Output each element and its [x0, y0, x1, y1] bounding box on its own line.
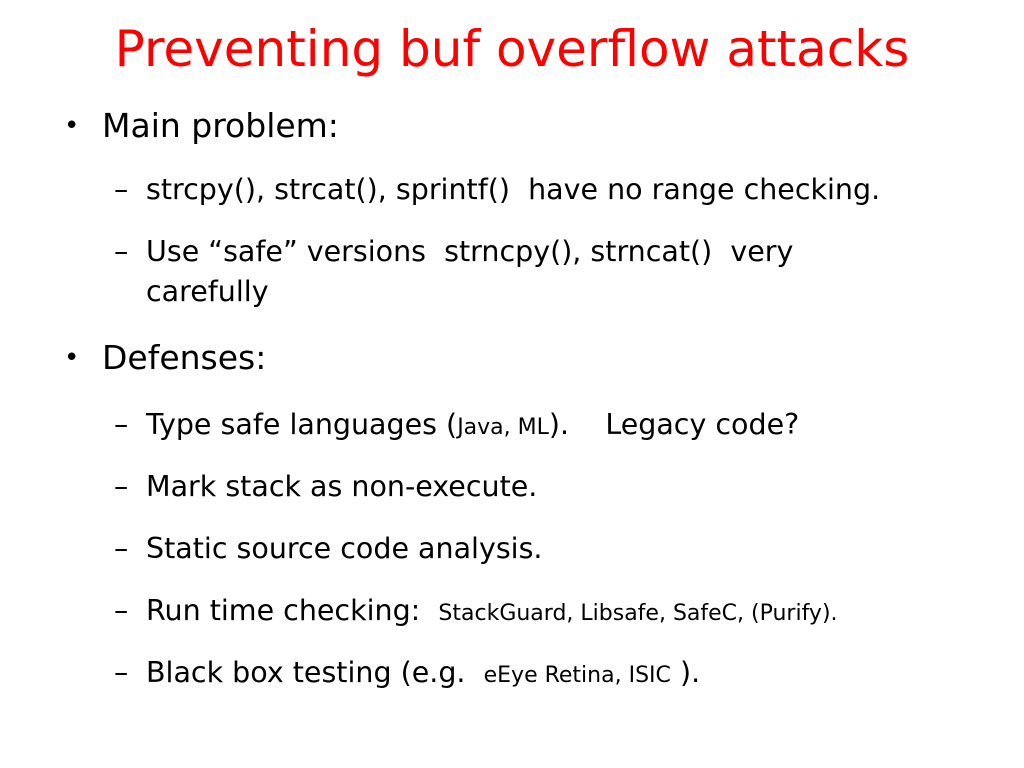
subitem-text: Static source code analysis. — [146, 532, 543, 565]
subitem-strcpy: –strcpy(), strcat(), sprintf() have no r… — [114, 170, 880, 210]
subitem-text: Type safe languages ( — [146, 408, 458, 441]
subitem-mark-stack: –Mark stack as non-execute. — [114, 467, 537, 507]
subitem-text: strncpy(), strncat() — [444, 235, 713, 268]
subitem-text-small: Java, ML — [457, 415, 549, 440]
bullet-label: Main problem: — [102, 106, 339, 145]
subitem-text: strcpy(), strcat(), sprintf() — [146, 173, 510, 206]
dash-marker: – — [114, 235, 129, 268]
bullet-marker: • — [64, 343, 80, 373]
subitem-text: have no range checking. — [528, 173, 881, 206]
subitem-static-analysis: –Static source code analysis. — [114, 529, 543, 569]
subitem-text: ). — [679, 656, 701, 689]
dash-marker: – — [114, 173, 129, 206]
subitem-text-small: eEye Retina, ISIC — [483, 663, 671, 688]
subitem-text-small: StackGuard, Libsafe, SafeC, (Purify). — [438, 601, 838, 626]
dash-marker: – — [114, 656, 129, 689]
subitem-text: Use “safe” versions — [146, 235, 427, 268]
dash-marker: – — [114, 408, 129, 441]
slide-title: Preventing buf overflow attacks — [114, 20, 910, 78]
subitem-safe-versions: –Use “safe” versions strncpy(), strncat(… — [114, 232, 793, 312]
dash-marker: – — [114, 594, 129, 627]
bullet-main-problem: • Main problem: — [64, 104, 339, 148]
subitem-text: Mark stack as non-execute. — [146, 470, 538, 503]
subitem-text-continuation: carefully — [146, 275, 269, 308]
bullet-defenses: • Defenses: — [64, 336, 266, 380]
bullet-marker: • — [64, 111, 80, 141]
subitem-text: Legacy code? — [605, 408, 800, 441]
dash-marker: – — [114, 532, 129, 565]
subitem-text: ). — [548, 408, 570, 441]
dash-marker: – — [114, 470, 129, 503]
subitem-black-box: –Black box testing (e.g. eEye Retina, IS… — [114, 653, 700, 696]
subitem-runtime-checking: –Run time checking: StackGuard, Libsafe,… — [114, 591, 838, 634]
subitem-type-safe: –Type safe languages (Java, ML). Legacy … — [114, 405, 799, 448]
subitem-text: Black box testing (e.g. — [146, 656, 466, 689]
subitem-text: very — [730, 235, 794, 268]
subitem-text: Run time checking: — [146, 594, 421, 627]
bullet-label: Defenses: — [102, 338, 267, 377]
